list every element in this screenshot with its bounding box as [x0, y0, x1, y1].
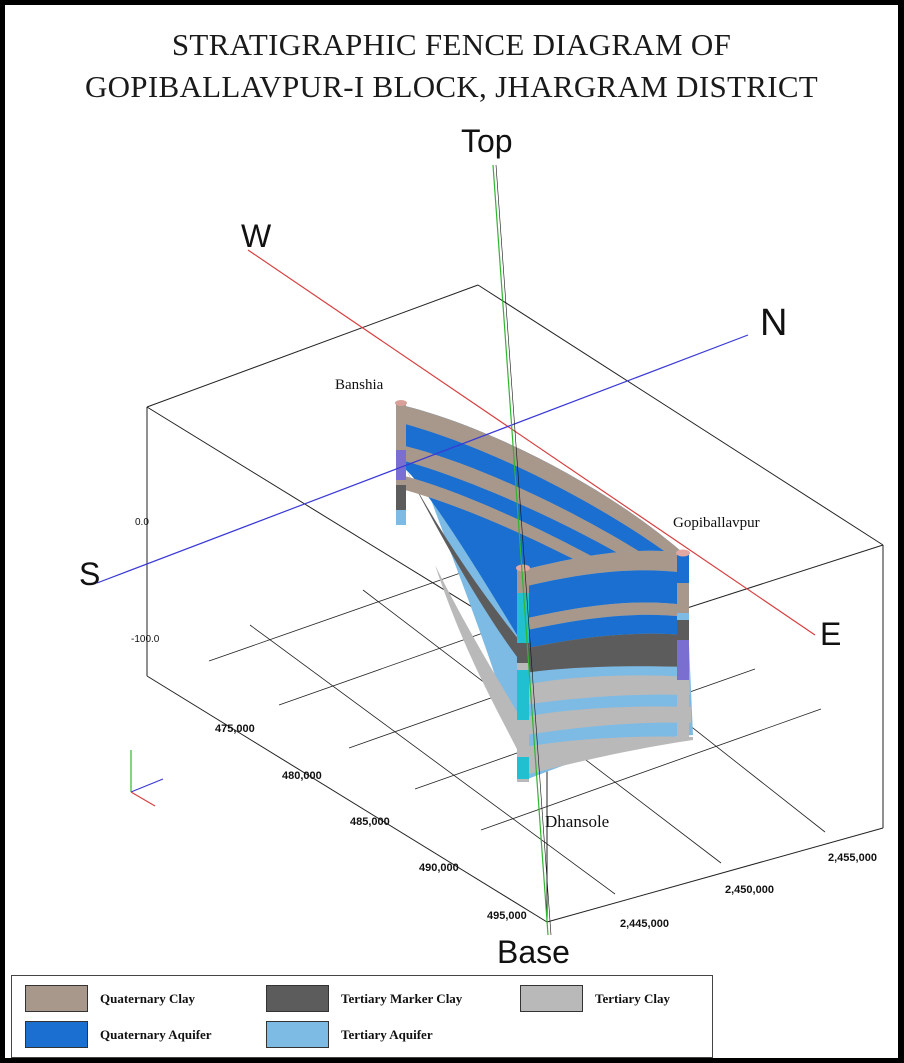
legend-label: Tertiary Marker Clay — [341, 990, 463, 1006]
axis-label-east: E — [820, 616, 841, 652]
legend-swatch — [266, 1021, 329, 1048]
fence-panel-quaternary-clay — [401, 475, 683, 620]
legend-item-quaternary-aquifer: Quaternary Aquifer — [25, 1021, 212, 1048]
grid-line — [480, 708, 822, 831]
triad-north — [130, 778, 164, 793]
well-gopiballavpur — [676, 549, 690, 740]
legend-swatch — [25, 985, 88, 1012]
well-label-gopiballavpur: Gopiballavpur — [673, 515, 760, 531]
legend-label: Tertiary Aquifer — [341, 1026, 433, 1042]
fence-panel-quaternary-clay — [401, 445, 683, 593]
well-banshia — [395, 400, 407, 525]
axis-label-north: N — [760, 302, 787, 344]
fence-panel-tertiary-clay — [525, 736, 693, 775]
well-segment — [677, 680, 689, 740]
well-segment — [396, 510, 406, 525]
legend-item-tertiary-clay: Tertiary Clay — [520, 985, 670, 1012]
fence-panel-tertiary-clay — [524, 706, 691, 735]
well-cap — [676, 549, 690, 557]
fence-diagram: Top Base W E N S 0.0 -100.0 475,000 480,… — [79, 123, 884, 970]
well-label-dhansole: Dhansole — [545, 812, 609, 831]
fence-panel-marker-clay — [401, 460, 523, 665]
well-dhansole — [516, 564, 530, 782]
well-segment — [517, 757, 529, 779]
easting-tick-label: 485,000 — [350, 816, 390, 828]
fence-panel-quaternary-aquifer — [523, 570, 685, 619]
northing-tick-label: 2,450,000 — [725, 884, 774, 896]
diagram-frame: STRATIGRAPHIC FENCE DIAGRAM OF GOPIBALLA… — [5, 5, 898, 1058]
legend-item-quaternary-clay: Quaternary Clay — [25, 985, 195, 1012]
depth-tick-label: 0.0 — [135, 517, 149, 528]
south-north-axis — [96, 334, 749, 584]
legend-label: Quaternary Aquifer — [100, 1026, 212, 1042]
axis-label-west: W — [241, 218, 272, 254]
well-segment — [396, 485, 406, 510]
well-segment — [677, 553, 689, 583]
fence-panel-quaternary-aquifer — [523, 614, 685, 649]
legend-label: Quaternary Clay — [100, 990, 195, 1006]
box-edge — [546, 827, 884, 923]
depth-tick-label: -100.0 — [131, 634, 160, 645]
box-edge — [477, 284, 884, 546]
easting-tick-label: 475,000 — [215, 723, 255, 735]
orientation-triad-icon — [130, 750, 164, 807]
well-segment — [677, 640, 689, 680]
easting-tick-label: 490,000 — [419, 862, 459, 874]
easting-tick-label: 495,000 — [487, 910, 527, 922]
fence-panels — [401, 405, 693, 780]
northing-tick-label: 2,445,000 — [620, 918, 669, 930]
diagram-title-line-2: GOPIBALLAVPUR-I BLOCK, JHARGRAM DISTRICT — [84, 69, 819, 104]
box-edge — [146, 284, 479, 408]
legend-item-tertiary-aquifer: Tertiary Aquifer — [266, 1021, 433, 1048]
well-cap — [516, 564, 530, 572]
box-edge — [146, 675, 548, 923]
fence-panel-quaternary-clay — [523, 550, 685, 587]
fence-panel-tertiary-marker-clay — [523, 633, 687, 673]
diagram-title-line-1: STRATIGRAPHIC FENCE DIAGRAM OF — [171, 27, 732, 62]
top-base-axis-shadow — [495, 164, 552, 936]
axis-label-south: S — [79, 556, 100, 592]
legend-label: Tertiary Clay — [595, 990, 670, 1006]
triad-east — [130, 791, 156, 807]
well-segment — [677, 583, 689, 613]
axis-label-base: Base — [497, 934, 570, 970]
well-label-banshia: Banshia — [335, 377, 384, 393]
well-segment — [517, 670, 529, 720]
legend-swatch — [25, 1021, 88, 1048]
top-base-axis — [492, 164, 549, 936]
legend-swatch — [520, 985, 583, 1012]
fence-panel-quaternary-clay — [401, 405, 683, 565]
legend-swatch — [266, 985, 329, 1012]
fence-panel-tertiary-clay — [435, 565, 525, 765]
west-east-axis — [247, 249, 816, 636]
well-segment — [517, 643, 529, 663]
fence-panel-quaternary-clay — [523, 602, 685, 631]
legend-item-tertiary-marker-clay: Tertiary Marker Clay — [266, 985, 462, 1012]
legend: Quaternary Clay Tertiary Marker Clay Ter… — [11, 975, 713, 1058]
well-segment — [677, 620, 689, 640]
fence-panel-tertiary-clay — [524, 675, 690, 705]
easting-tick-label: 480,000 — [282, 770, 322, 782]
grid-line — [249, 624, 616, 895]
axis-label-top: Top — [461, 123, 513, 159]
northing-tick-label: 2,455,000 — [828, 852, 877, 864]
well-segment — [396, 450, 406, 480]
well-cap — [395, 400, 407, 406]
